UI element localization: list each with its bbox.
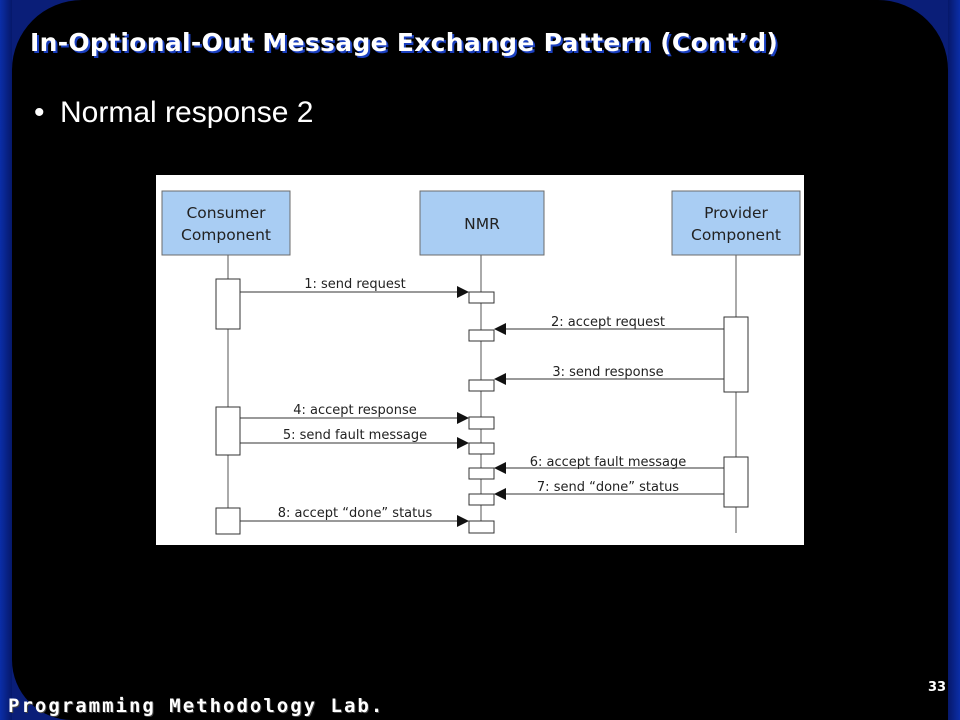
consumer-label-1: Consumer [186, 204, 266, 222]
nmr-activation-3 [468, 379, 495, 392]
lab-name-footer: Programming Methodology Lab. [8, 695, 385, 717]
consumer-component-box: Consumer Component [161, 190, 291, 256]
right-frame-bar [948, 0, 960, 720]
bullet-dot-icon: • [34, 96, 45, 129]
left-frame-bar [0, 0, 12, 720]
nmr-activation-6 [468, 467, 495, 480]
sequence-diagram: Consumer Component NMR Provider Componen… [156, 175, 804, 545]
provider-label-2: Component [691, 226, 781, 244]
slide-title: In-Optional-Out Message Exchange Pattern… [30, 28, 779, 57]
message-5-label: 5: send fault message [283, 428, 427, 443]
message-2-label: 2: accept request [551, 315, 665, 330]
message-8-label: 8: accept “done” status [278, 506, 433, 521]
provider-activation-2 [723, 456, 749, 508]
nmr-activation-7 [468, 493, 495, 506]
nmr-activation-5 [468, 442, 495, 455]
message-3-label: 3: send response [552, 365, 663, 380]
sequence-diagram-svg: Consumer Component NMR Provider Componen… [161, 190, 801, 535]
consumer-activation-3 [215, 507, 241, 535]
message-4-label: 4: accept response [293, 403, 417, 418]
consumer-label-2: Component [181, 226, 271, 244]
bullet-item: • Normal response 2 [34, 96, 313, 130]
message-7-label: 7: send “done” status [537, 480, 679, 495]
consumer-activation-2 [215, 406, 241, 456]
bullet-text: Normal response 2 [60, 96, 314, 129]
provider-component-box: Provider Component [671, 190, 801, 256]
nmr-activation-1 [468, 291, 495, 304]
consumer-activation-1 [215, 278, 241, 330]
message-1-label: 1: send request [304, 277, 406, 292]
page-number: 33 [928, 680, 947, 695]
nmr-activation-8 [468, 520, 495, 534]
provider-activation-1 [723, 316, 749, 393]
message-6-label: 6: accept fault message [530, 455, 687, 470]
nmr-label: NMR [464, 215, 500, 233]
nmr-activation-4 [468, 416, 495, 430]
nmr-box: NMR [419, 190, 545, 256]
provider-label-1: Provider [704, 204, 768, 222]
nmr-activation-2 [468, 329, 495, 342]
